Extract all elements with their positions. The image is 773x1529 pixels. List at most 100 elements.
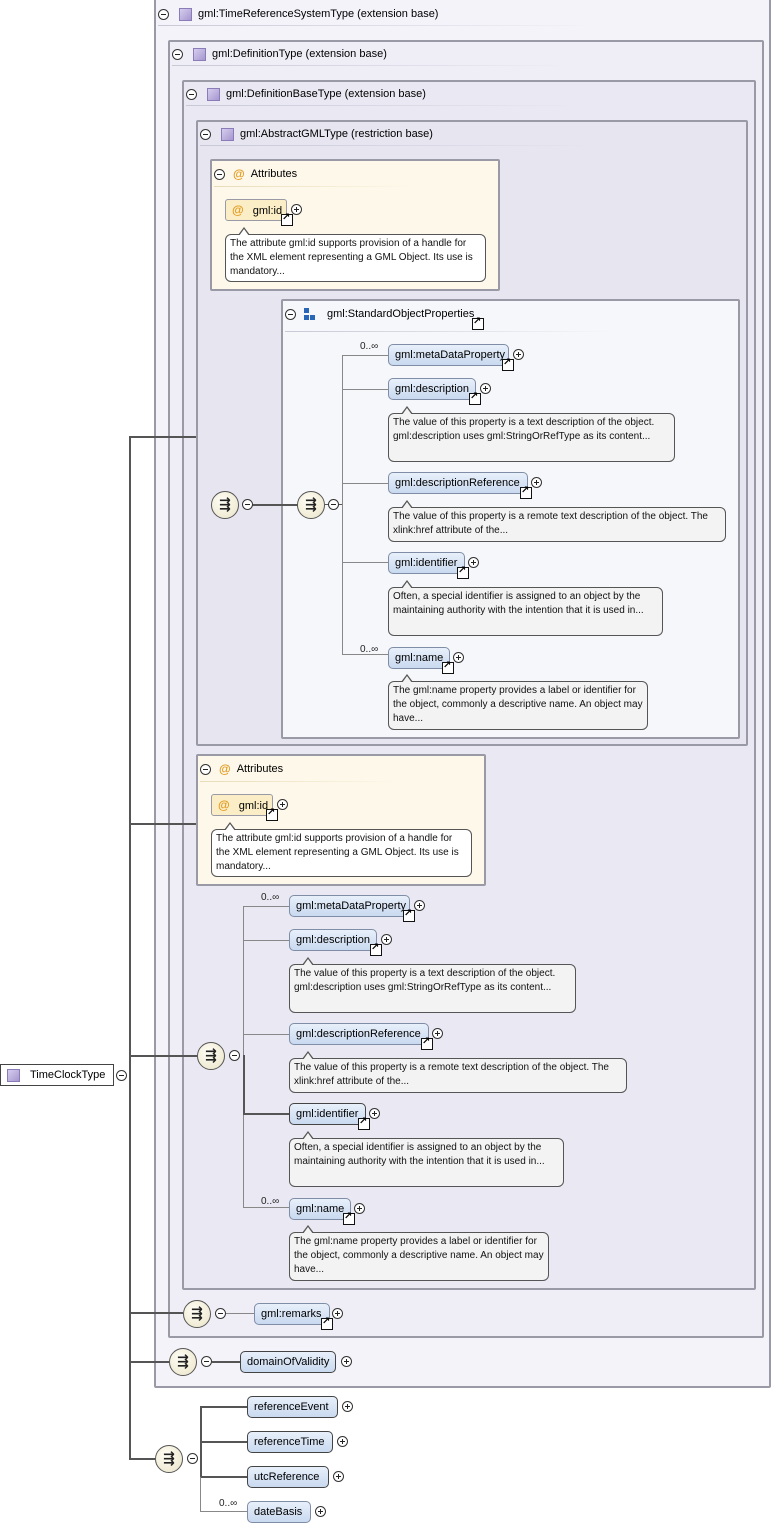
element-description-reference[interactable]: gml:descriptionReference bbox=[289, 1023, 429, 1045]
reference-arrow-icon[interactable] bbox=[457, 565, 469, 579]
collapse-icon[interactable] bbox=[200, 763, 211, 775]
reference-arrow-icon[interactable] bbox=[370, 942, 382, 956]
collapse-icon[interactable] bbox=[229, 1050, 240, 1061]
plus-icon[interactable] bbox=[414, 900, 425, 911]
attribute-gml-id[interactable]: @ gml:id bbox=[211, 794, 273, 816]
element-doc: The gml:name property provides a label o… bbox=[388, 674, 648, 730]
element-doc: The value of this property is a remote t… bbox=[388, 500, 726, 542]
plus-icon[interactable] bbox=[333, 1471, 344, 1482]
element-doc: The gml:name property provides a label o… bbox=[289, 1225, 549, 1281]
element-doc: Often, a special identifier is assigned … bbox=[388, 580, 663, 636]
collapse-icon[interactable] bbox=[328, 499, 339, 510]
plus-icon[interactable] bbox=[315, 1506, 326, 1517]
sequence-icon[interactable]: ⇶ bbox=[183, 1300, 211, 1328]
complex-type-icon bbox=[7, 1068, 20, 1082]
element-name[interactable]: gml:name bbox=[388, 647, 450, 669]
attributes-header: @ Attributes bbox=[214, 166, 297, 182]
element-identifier[interactable]: gml:identifier bbox=[289, 1103, 366, 1125]
reference-arrow-icon[interactable] bbox=[469, 391, 481, 405]
attribute-doc: The attribute gml:id supports provision … bbox=[225, 227, 486, 282]
sequence-icon[interactable]: ⇶ bbox=[197, 1042, 225, 1070]
plus-icon[interactable] bbox=[531, 477, 542, 488]
frame-title: gml:DefinitionBaseType (extension base) bbox=[226, 88, 426, 100]
element-description[interactable]: gml:description bbox=[289, 929, 377, 951]
complex-type-icon bbox=[179, 7, 192, 21]
cardinality-label: 0..∞ bbox=[360, 644, 379, 655]
complex-type-icon bbox=[207, 87, 220, 101]
sequence-icon[interactable]: ⇶ bbox=[169, 1348, 197, 1376]
collapse-icon[interactable] bbox=[285, 308, 296, 320]
element-meta-data-property[interactable]: gml:metaDataProperty bbox=[289, 895, 410, 917]
group-title: gml:StandardObjectProperties bbox=[327, 308, 475, 320]
collapse-icon[interactable] bbox=[186, 88, 197, 100]
collapse-icon[interactable] bbox=[201, 1356, 212, 1367]
frame-title: gml:DefinitionType (extension base) bbox=[212, 48, 387, 60]
attribute-label: gml:id bbox=[252, 205, 283, 217]
collapse-icon[interactable] bbox=[215, 1308, 226, 1319]
collapse-icon[interactable] bbox=[200, 128, 211, 140]
plus-icon[interactable] bbox=[337, 1436, 348, 1447]
group-header: gml:StandardObjectProperties bbox=[285, 306, 474, 322]
reference-arrow-icon[interactable] bbox=[266, 807, 278, 821]
element-meta-data-property[interactable]: gml:metaDataProperty bbox=[388, 344, 509, 366]
element-date-basis[interactable]: dateBasis bbox=[247, 1501, 311, 1523]
at-icon: @ bbox=[219, 762, 231, 776]
collapse-icon[interactable] bbox=[116, 1070, 127, 1081]
reference-arrow-icon[interactable] bbox=[343, 1211, 355, 1225]
plus-icon[interactable] bbox=[354, 1203, 365, 1214]
element-utc-reference[interactable]: utcReference bbox=[247, 1466, 329, 1488]
cardinality-label: 0..∞ bbox=[261, 1196, 280, 1207]
reference-arrow-icon[interactable] bbox=[472, 316, 484, 330]
plus-icon[interactable] bbox=[369, 1108, 380, 1119]
sequence-icon[interactable]: ⇶ bbox=[297, 491, 325, 519]
element-reference-event[interactable]: referenceEvent bbox=[247, 1396, 338, 1418]
at-icon: @ bbox=[233, 167, 245, 181]
plus-icon[interactable] bbox=[468, 557, 479, 568]
frame-header: gml:DefinitionBaseType (extension base) bbox=[186, 86, 426, 102]
element-name[interactable]: gml:name bbox=[289, 1198, 351, 1220]
plus-icon[interactable] bbox=[342, 1401, 353, 1412]
collapse-icon[interactable] bbox=[172, 48, 183, 60]
reference-arrow-icon[interactable] bbox=[520, 485, 532, 499]
attribute-gml-id[interactable]: @ gml:id bbox=[225, 199, 287, 221]
element-remarks[interactable]: gml:remarks bbox=[254, 1303, 330, 1325]
attributes-header: @ Attributes bbox=[200, 761, 283, 777]
sequence-icon[interactable]: ⇶ bbox=[211, 491, 239, 519]
collapse-icon[interactable] bbox=[242, 499, 253, 510]
plus-icon[interactable] bbox=[453, 652, 464, 663]
reference-arrow-icon[interactable] bbox=[281, 212, 293, 226]
sequence-icon[interactable]: ⇶ bbox=[155, 1445, 183, 1473]
plus-icon[interactable] bbox=[332, 1308, 343, 1319]
plus-icon[interactable] bbox=[341, 1356, 352, 1367]
collapse-icon[interactable] bbox=[214, 168, 225, 180]
reference-arrow-icon[interactable] bbox=[421, 1036, 433, 1050]
element-description[interactable]: gml:description bbox=[388, 378, 476, 400]
attribute-doc: The attribute gml:id supports provision … bbox=[211, 822, 472, 877]
reference-arrow-icon[interactable] bbox=[502, 357, 514, 371]
plus-icon[interactable] bbox=[513, 349, 524, 360]
frame-header: gml:DefinitionType (extension base) bbox=[172, 46, 387, 62]
complex-type-icon bbox=[221, 127, 234, 141]
element-domain-of-validity[interactable]: domainOfValidity bbox=[240, 1351, 336, 1373]
plus-icon[interactable] bbox=[291, 204, 302, 215]
reference-arrow-icon[interactable] bbox=[358, 1116, 370, 1130]
plus-icon[interactable] bbox=[480, 383, 491, 394]
complex-type-icon bbox=[193, 47, 206, 61]
reference-arrow-icon[interactable] bbox=[442, 660, 454, 674]
group-icon bbox=[304, 307, 317, 321]
element-identifier[interactable]: gml:identifier bbox=[388, 552, 465, 574]
plus-icon[interactable] bbox=[277, 799, 288, 810]
collapse-icon[interactable] bbox=[187, 1453, 198, 1464]
root-type-box[interactable]: TimeClockType bbox=[0, 1064, 114, 1086]
attribute-label: gml:id bbox=[238, 800, 269, 812]
element-reference-time[interactable]: referenceTime bbox=[247, 1431, 333, 1453]
cardinality-label: 0..∞ bbox=[219, 1498, 238, 1509]
plus-icon[interactable] bbox=[432, 1028, 443, 1039]
reference-arrow-icon[interactable] bbox=[403, 908, 415, 922]
cardinality-label: 0..∞ bbox=[261, 892, 280, 903]
collapse-icon[interactable] bbox=[158, 8, 169, 20]
reference-arrow-icon[interactable] bbox=[321, 1316, 333, 1330]
frame-header: gml:TimeReferenceSystemType (extension b… bbox=[158, 6, 438, 22]
element-description-reference[interactable]: gml:descriptionReference bbox=[388, 472, 528, 494]
plus-icon[interactable] bbox=[381, 934, 392, 945]
